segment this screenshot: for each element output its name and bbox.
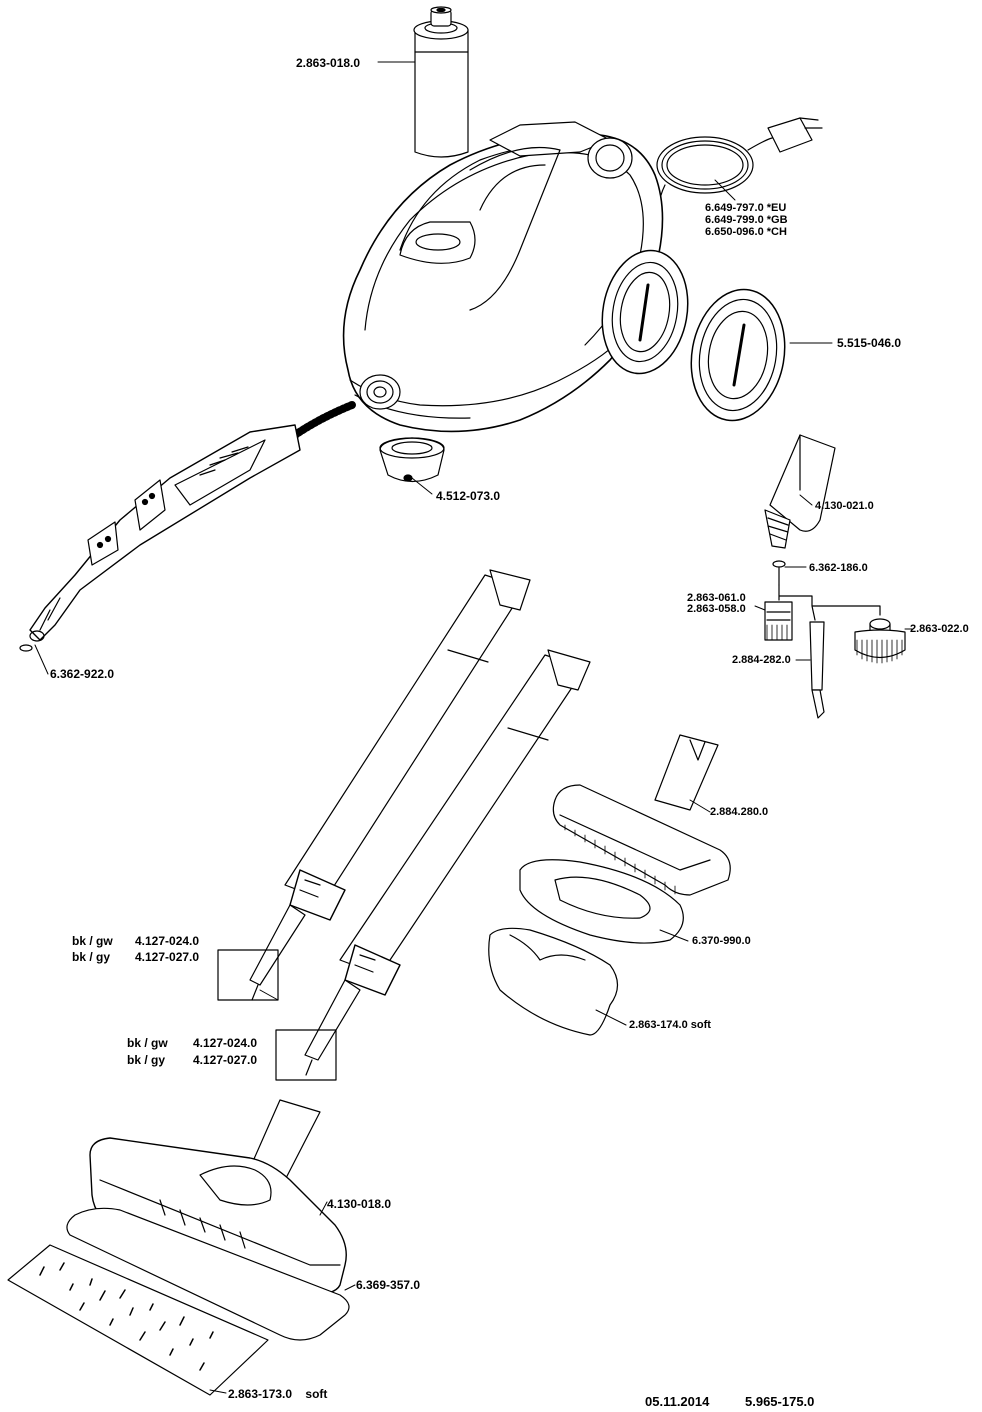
terry-cover-label: 6.370-990.0 — [692, 935, 751, 947]
soft-cover-label: 2.863-174.0 soft — [629, 1019, 711, 1031]
oring-label: 6.362-186.0 — [809, 562, 868, 574]
power-nozzle-label: 2.884-282.0 — [732, 654, 791, 666]
tube1-code-1: bk / gw — [72, 934, 113, 948]
cap-drawing — [380, 438, 444, 482]
footer-doc-number: 5.965-175.0 — [745, 1394, 815, 1409]
steam-gun-drawing — [20, 405, 352, 651]
water-tank-label: 2.863-018.0 — [296, 56, 361, 70]
leader-lines — [35, 62, 912, 1393]
power-cable-label-eu: 6.649-797.0 *EU — [705, 202, 787, 214]
floor-nozzle-label: 4.130-018.0 — [327, 1197, 392, 1211]
hand-nozzle-label: 2.884.280.0 — [710, 806, 769, 818]
floor-nozzle-drawing — [90, 1100, 346, 1295]
power-cable-label-ch: 6.650-096.0 *CH — [705, 226, 787, 238]
tube2-number-2: 4.127-027.0 — [193, 1053, 258, 1067]
tube2-code-2: bk / gy — [127, 1053, 166, 1067]
wheel-label: 5.515-046.0 — [837, 336, 902, 350]
steam-cleaner-body-drawing — [344, 122, 663, 431]
small-brush-label-1: 2.863-061.0 — [687, 592, 746, 604]
hand-gun-oring-label: 6.362-922.0 — [50, 667, 115, 681]
floor-cloth-label: 6.369-357.0 — [356, 1278, 421, 1292]
floor-cloth-drawing — [67, 1208, 349, 1340]
extension-tubes-drawing — [218, 570, 590, 1080]
nozzle-accessories-drawing — [765, 435, 905, 718]
tube1-number-1: 4.127-024.0 — [135, 934, 200, 948]
wheels-drawing — [593, 244, 795, 428]
water-tank-drawing — [414, 7, 468, 157]
cap-label: 4.512-073.0 — [436, 489, 501, 503]
tube1-number-2: 4.127-027.0 — [135, 950, 200, 964]
small-brush-label-2: 2.863-058.0 — [687, 603, 746, 615]
soft-floor-cloth-drawing — [8, 1245, 268, 1395]
soft-floor-cloth-label: 2.863-173.0 soft — [228, 1387, 328, 1401]
point-jet-nozzle-label: 4.130-021.0 — [815, 500, 874, 512]
tube2-number-1: 4.127-024.0 — [193, 1036, 258, 1050]
hand-nozzle-drawing — [553, 735, 730, 895]
footer-date: 05.11.2014 — [645, 1394, 710, 1409]
power-cable-label-gb: 6.649-799.0 *GB — [705, 214, 788, 226]
tube2-code-1: bk / gw — [127, 1036, 168, 1050]
terry-cover-drawing — [520, 860, 683, 943]
round-brush-label: 2.863-022.0 — [910, 623, 969, 635]
tube1-code-2: bk / gy — [72, 950, 111, 964]
soft-cover-drawing — [489, 928, 618, 1035]
